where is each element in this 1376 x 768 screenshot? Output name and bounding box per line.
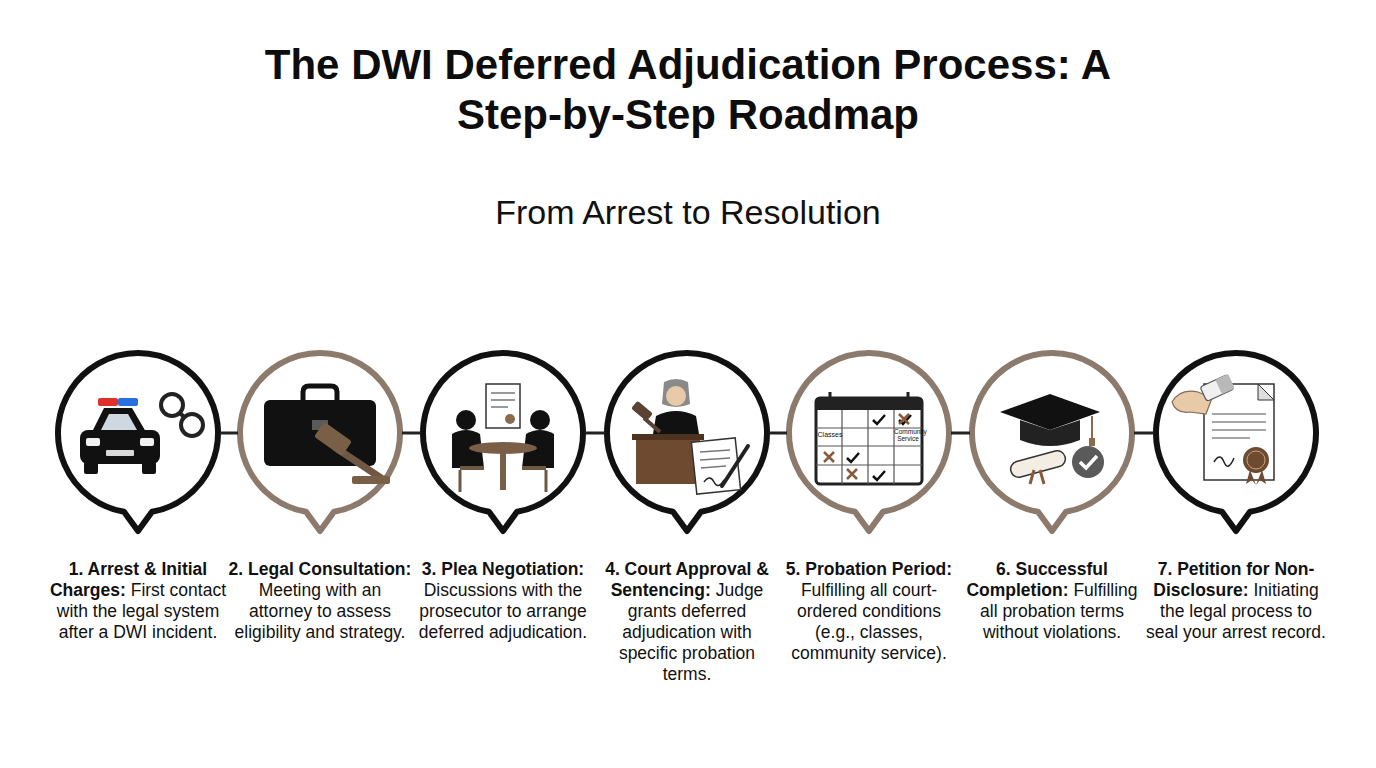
circle-bubble <box>58 353 218 531</box>
subtitle: From Arrest to Resolution <box>338 192 1038 232</box>
step-description: Meeting with an attorney to assess eligi… <box>235 580 406 642</box>
step-circle: 5. Probation Period: Fulfilling all cour… <box>785 349 953 535</box>
circle-outline <box>968 349 1136 535</box>
step-connector <box>769 432 787 435</box>
icon-label: Classes <box>817 431 843 439</box>
icon-label: Community Service <box>894 428 922 442</box>
step-caption: 4. Court Approval & Sentencing: Judge gr… <box>594 559 780 685</box>
circle-bubble <box>240 353 400 531</box>
step-caption: 5. Probation Period: Fulfilling all cour… <box>776 559 962 664</box>
step-description: Fulfilling all court-ordered conditions … <box>791 580 947 663</box>
circle-outline <box>236 349 404 535</box>
circle-outline <box>54 349 222 535</box>
circle-bubble <box>1156 353 1316 531</box>
step-connector <box>1134 432 1154 435</box>
circle-bubble <box>423 353 583 531</box>
step-caption: 6. Successful Completion: Fulfilling all… <box>959 559 1145 643</box>
step-circle: 1. Arrest & Initial Charges: First conta… <box>54 349 222 535</box>
step-connector <box>585 432 605 435</box>
circle-outline <box>603 349 771 535</box>
step-caption: 2. Legal Consultation: Meeting with an a… <box>227 559 413 643</box>
circle-bubble <box>789 353 949 531</box>
step-heading: 2. Legal Consultation: <box>229 559 412 579</box>
step-caption: 1. Arrest & Initial Charges: First conta… <box>45 559 231 643</box>
step-circle: 4. Court Approval & Sentencing: Judge gr… <box>603 349 771 535</box>
circle-outline <box>1152 349 1320 535</box>
circle-bubble <box>972 353 1132 531</box>
step-caption: 7. Petition for Non-Disclosure: Initiati… <box>1143 559 1329 643</box>
step-heading: 5. Probation Period: <box>786 559 952 579</box>
step-circle: 3. Plea Negotiation: Discussions with th… <box>419 349 587 535</box>
circle-outline <box>419 349 587 535</box>
diagram-title: The DWI Deferred Adjudication Process: A… <box>223 40 1153 140</box>
step-connector <box>402 432 421 435</box>
step-circle: 6. Successful Completion: Fulfilling all… <box>968 349 1136 535</box>
circle-outline <box>785 349 953 535</box>
step-connector <box>220 432 238 435</box>
step-caption: 3. Plea Negotiation: Discussions with th… <box>410 559 596 643</box>
circle-bubble <box>607 353 767 531</box>
step-description: Discussions with the prosecutor to arran… <box>419 580 587 642</box>
step-connector <box>951 432 970 435</box>
step-circle: 7. Petition for Non-Disclosure: Initiati… <box>1152 349 1320 535</box>
step-circle: 2. Legal Consultation: Meeting with an a… <box>236 349 404 535</box>
step-heading: 3. Plea Negotiation: <box>422 559 584 579</box>
